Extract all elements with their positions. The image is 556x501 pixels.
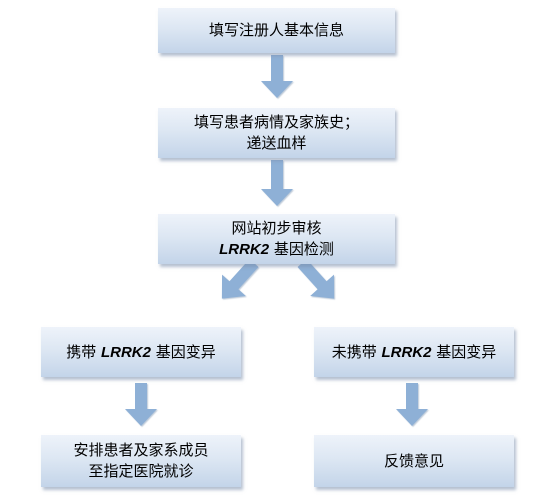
gene-name: LRRK2 bbox=[100, 343, 151, 361]
arrow-down-1 bbox=[261, 55, 293, 98]
arrow-down-right bbox=[396, 383, 428, 426]
step-register-info-label: 填写注册人基本信息 bbox=[208, 21, 344, 39]
result-feedback-box: 反馈意见 bbox=[314, 435, 514, 487]
branch-carrier-prefix: 携带 bbox=[66, 342, 101, 361]
result-clinic-box: 安排患者及家系成员 至指定医院就诊 bbox=[41, 435, 241, 487]
step-review-box: 网站初步审核 LRRK2 基因检测 bbox=[158, 214, 395, 264]
branch-carrier-rest: 基因变异 bbox=[151, 342, 216, 361]
arrow-diagonal-left bbox=[221, 258, 259, 299]
result-feedback-label: 反馈意见 bbox=[383, 451, 444, 470]
arrow-down-2 bbox=[261, 160, 293, 206]
arrow-down-left bbox=[125, 383, 157, 426]
step-gene-test-label: LRRK2 基因检测 bbox=[219, 239, 334, 260]
gene-name: LRRK2 bbox=[219, 241, 270, 258]
result-clinic-line2: 至指定医院就诊 bbox=[88, 462, 194, 480]
branch-noncarrier-box: 未携带 LRRK2 基因变异 bbox=[314, 327, 514, 377]
gene-test-text: 基因检测 bbox=[269, 240, 334, 258]
step-patient-history-box: 填写患者病情及家族史； 递送血样 bbox=[158, 108, 395, 158]
step-patient-history-label: 填写患者病情及家族史； bbox=[193, 113, 359, 131]
branch-carrier-label: 携带 LRRK2 基因变异 bbox=[66, 342, 216, 363]
branch-carrier-box: 携带 LRRK2 基因变异 bbox=[41, 327, 241, 377]
result-clinic-line1: 安排患者及家系成员 bbox=[73, 441, 209, 459]
step-blood-sample-label: 递送血样 bbox=[246, 134, 307, 152]
step-review-label: 网站初步审核 bbox=[231, 219, 322, 237]
arrow-diagonal-right bbox=[297, 258, 335, 299]
gene-name: LRRK2 bbox=[381, 343, 432, 361]
branch-noncarrier-rest: 基因变异 bbox=[431, 342, 497, 361]
step-register-info-box: 填写注册人基本信息 bbox=[158, 8, 395, 53]
branch-noncarrier-label: 未携带 LRRK2 基因变异 bbox=[332, 342, 497, 363]
branch-noncarrier-prefix: 未携带 bbox=[331, 342, 382, 361]
